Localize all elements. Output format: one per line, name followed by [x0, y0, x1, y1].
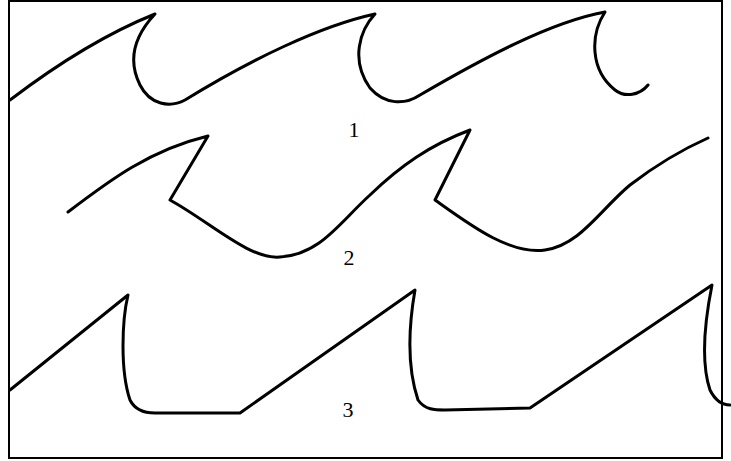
surging-wave: [10, 285, 730, 413]
callout-number: 3: [343, 399, 354, 421]
callout-number: 2: [344, 247, 355, 269]
frame: [9, 1, 722, 458]
spilling-wave: [10, 12, 648, 104]
callout-number: 1: [349, 119, 360, 141]
plunging-wave: [68, 130, 708, 257]
